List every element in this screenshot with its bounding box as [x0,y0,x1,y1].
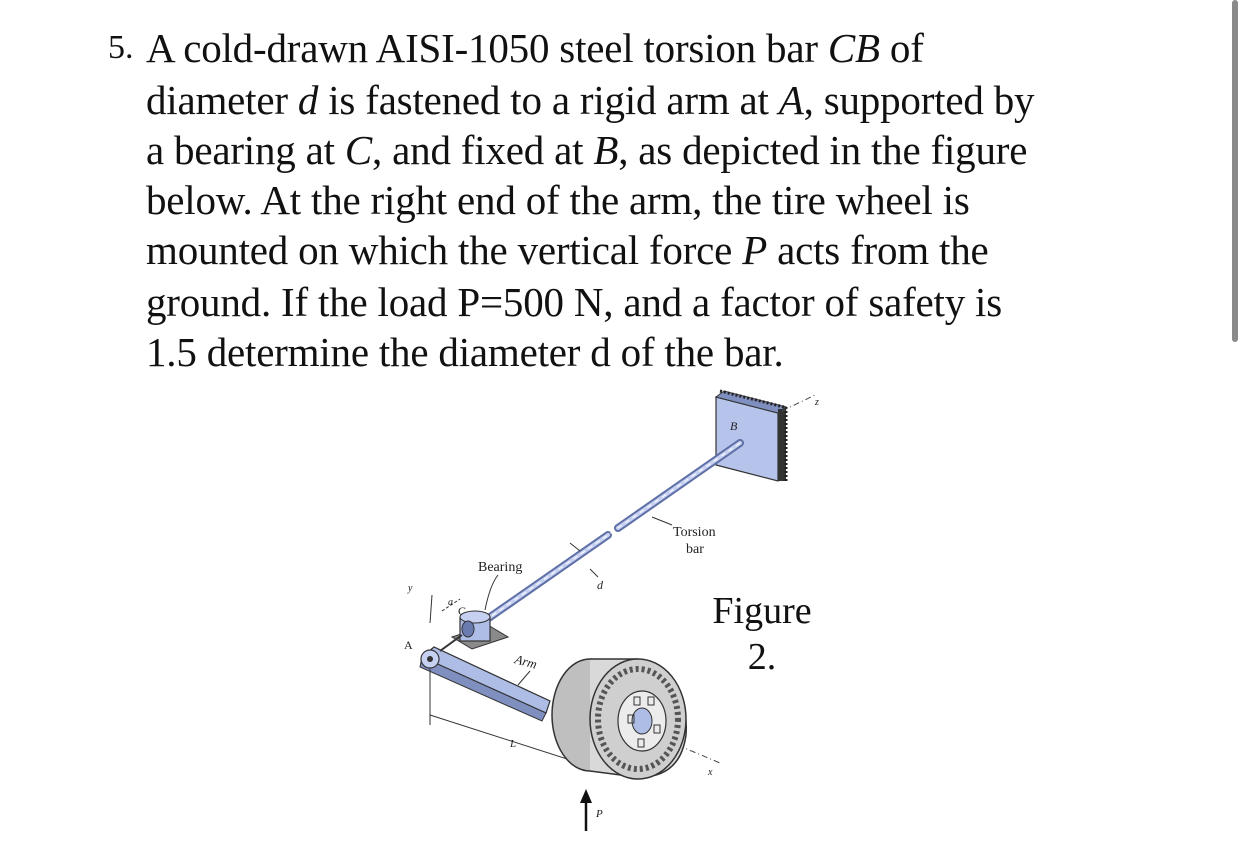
problem-number: 5. [108,29,134,66]
problem-line: a bearing at C, and fixed at B, as depic… [146,127,1028,173]
italic-variable: B [593,127,619,173]
label-b: B [730,419,738,433]
label-z: z [814,397,819,408]
italic-variable: C [344,127,373,173]
caption-line-1: Figure [712,590,812,632]
label-l: L [509,738,516,750]
problem-line: mounted on which the vertical force P ac… [146,227,989,273]
problem-line: A cold-drawn AISI-1050 steel torsion bar… [146,25,924,71]
torsion-bar-figure: B z Torsion bar d Bearing y a C A Arm [404,389,819,831]
tire-wheel [551,658,688,780]
figure-caption: Figure 2. [697,588,827,680]
label-arm: Arm [512,651,538,672]
problem-line: 1.5 determine the diameter d of the bar. [146,329,784,375]
label-y: y [407,583,413,594]
label-p: P [595,808,603,820]
label-d: d [597,578,604,592]
label-bearing: Bearing [478,560,522,575]
problem-line: below. At the right end of the arm, the … [146,177,970,223]
label-c: C [458,604,466,618]
force-p-arrow [580,789,592,831]
label-bar: bar [686,542,704,557]
label-torsion: Torsion [673,525,716,540]
problem-line: ground. If the load P=500 N, and a facto… [146,279,1003,325]
torsion-bar [466,439,744,635]
label-x: x [707,767,713,778]
italic-variable: d [297,77,319,123]
problem-line: diameter d is fastened to a rigid arm at… [146,77,1035,123]
fixed-wall-b [714,389,788,482]
rigid-arm [419,634,551,722]
caption-line-2: 2. [747,636,777,678]
bearing-c [450,610,510,650]
label-a: a [448,597,453,608]
italic-variable: A [778,77,804,123]
italic-variable: P [742,227,768,273]
scrollbar[interactable] [1232,0,1238,342]
label-a-point: A [404,638,413,652]
italic-variable: CB [827,25,880,71]
